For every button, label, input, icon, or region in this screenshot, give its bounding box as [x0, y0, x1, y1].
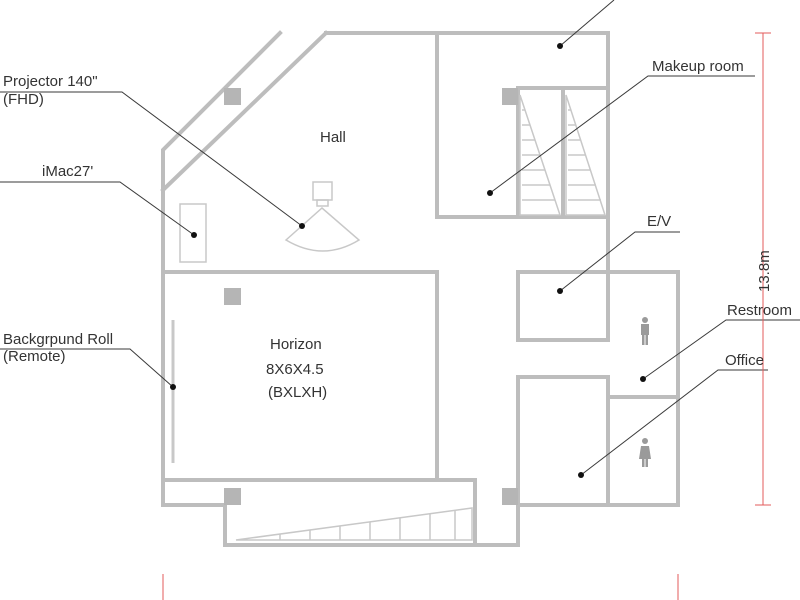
column-hall [224, 88, 241, 105]
male-restroom-icon [641, 317, 649, 345]
makeup-room-label: Makeup room [652, 58, 744, 75]
hall-diagonal-wall [160, 30, 329, 193]
stair-hatch-left [519, 94, 562, 216]
office-leader [580, 369, 768, 476]
projector-label: Projector 140" [3, 73, 98, 90]
bottom-stair [235, 507, 473, 541]
horizon-room-name: Horizon [270, 336, 322, 353]
makeup-room-wall [435, 31, 610, 219]
horizon-size: 8X6X4.5 [266, 361, 324, 378]
projector-icon [284, 181, 361, 252]
column-bottom-right [502, 488, 518, 505]
imac-leader [0, 181, 195, 236]
female-restroom-icon [639, 438, 651, 467]
horizon-unit: (BXLXH) [268, 384, 327, 401]
background-roll-label: Backgrpund Roll [3, 331, 113, 348]
column-bottom-left [224, 488, 241, 505]
bottom-corridor-wall [161, 478, 477, 547]
makeup-leader [489, 75, 755, 194]
office-wall [516, 375, 610, 507]
imac-desk [179, 203, 207, 263]
ev-room-wall [516, 270, 610, 342]
restroom-label: Restroom [727, 302, 792, 319]
height-dimension [755, 32, 771, 506]
outer-wall [161, 30, 680, 547]
column-horizon [224, 288, 241, 305]
background-roll-sub-label: (Remote) [3, 348, 66, 365]
restroom-leader [642, 319, 800, 380]
height-dimension-text: 13.8m [756, 250, 773, 292]
top-leader [559, 0, 615, 47]
ev-label: E/V [647, 213, 671, 230]
projector-leader [0, 91, 303, 227]
office-label: Office [725, 352, 764, 369]
imac-label: iMac27' [42, 163, 93, 180]
stair-hatch-right [565, 94, 607, 216]
column-stair [502, 88, 518, 105]
hall-room-name: Hall [320, 129, 346, 146]
projector-sub-label: (FHD) [3, 91, 44, 108]
ev-leader [559, 231, 680, 292]
background-roll-leader [0, 348, 174, 388]
